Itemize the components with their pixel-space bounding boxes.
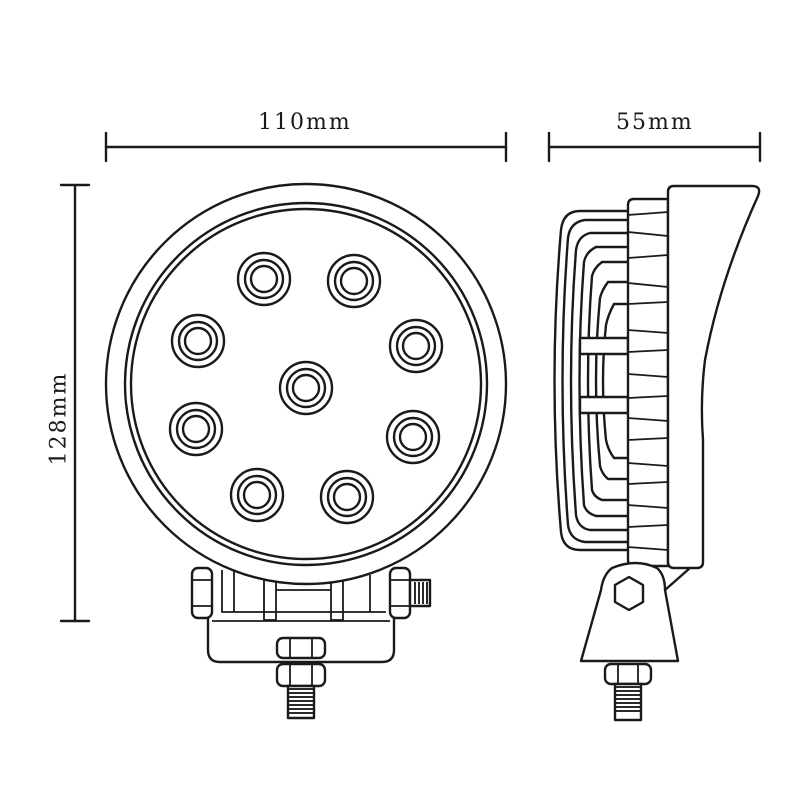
depth-dimension-label: 55mm [616,110,694,135]
side-bottom-bolt [603,662,653,722]
side-housing-band [626,197,670,568]
led-8 [229,467,285,523]
housing-bezel-ring [123,201,489,567]
led-6 [168,401,224,457]
side-mount-bracket [579,561,692,663]
front-left-nut [190,566,214,620]
housing-outer-ring [104,182,508,586]
side-view [553,184,761,722]
side-lens-cover [666,184,761,570]
led-9 [319,469,375,525]
width-dimension-label: 110mm [258,110,352,135]
front-right-nut [388,566,432,620]
width-dimension-line [104,131,508,163]
heatsink-fins [553,209,630,552]
led-array [168,251,444,525]
front-view [104,182,508,720]
led-3 [170,313,226,369]
depth-dimension-line [547,131,762,163]
hex-bolt-head-icon [613,575,645,612]
height-dimension-line [59,183,91,623]
led-7 [385,409,441,465]
led-5-center [278,360,334,416]
led-2 [326,253,382,309]
led-1 [236,251,292,307]
housing-lens-ring [129,207,483,561]
front-bottom-bolt [275,636,327,720]
led-4 [388,318,444,374]
